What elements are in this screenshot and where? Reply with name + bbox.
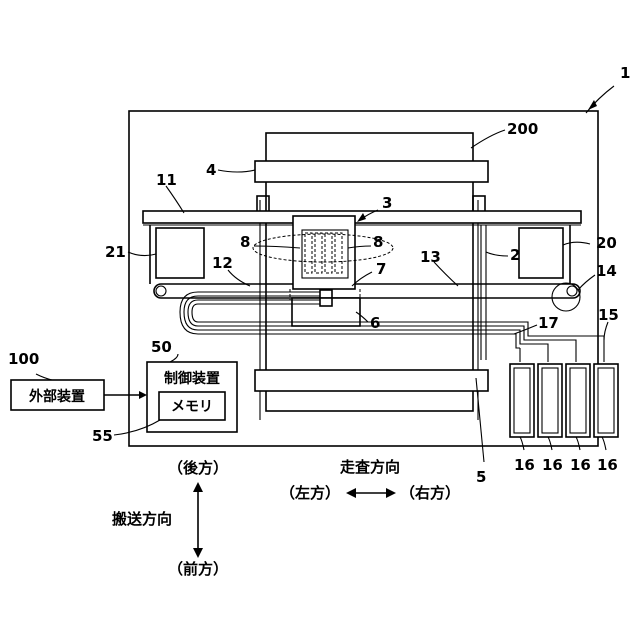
ref-55: 55	[92, 427, 113, 445]
arrow-left	[346, 488, 356, 498]
ref-16-3: 16	[570, 456, 591, 474]
ref-13: 13	[420, 248, 441, 266]
direction-right: （右方）	[400, 484, 460, 502]
arrow-right	[386, 488, 396, 498]
ref-16-4: 16	[597, 456, 618, 474]
ref-3: 3	[382, 194, 392, 212]
ref-15: 15	[598, 306, 619, 324]
lower-roller	[255, 370, 488, 391]
direction-left: （左方）	[280, 484, 340, 502]
arrow-down	[193, 548, 203, 558]
maintenance-unit-right	[519, 228, 563, 278]
upper-roller	[255, 161, 488, 182]
ref-11: 11	[156, 171, 177, 189]
ref-20: 20	[596, 234, 617, 252]
ref-12: 12	[212, 254, 233, 272]
pulley-right	[567, 286, 577, 296]
ref-100: 100	[8, 350, 39, 368]
arrow-up	[193, 482, 203, 492]
controller-label: 制御装置	[164, 370, 220, 387]
ref-16-1: 16	[514, 456, 535, 474]
direction-legend: （後方） 搬送方向 （前方） 走査方向 （左方） （右方）	[112, 458, 460, 578]
ref-4: 4	[206, 161, 216, 179]
external-device-label: 外部装置	[29, 388, 85, 405]
ref-21: 21	[105, 243, 126, 261]
direction-transport: 搬送方向	[112, 510, 172, 528]
ref-6: 6	[370, 314, 380, 332]
ink-cartridges	[510, 364, 618, 437]
ref-16-2: 16	[542, 456, 563, 474]
direction-front: （前方）	[168, 560, 228, 578]
memory-label: メモリ	[171, 399, 213, 415]
direction-back: （後方）	[168, 459, 228, 477]
ref-200: 200	[507, 120, 538, 138]
ref-50: 50	[151, 338, 172, 356]
ref-2: 2	[510, 246, 520, 264]
pulley-left	[156, 286, 166, 296]
ref-17: 17	[538, 314, 559, 332]
maintenance-unit-left	[156, 228, 204, 278]
ref-8-right: 8	[373, 233, 383, 251]
direction-scan: 走査方向	[340, 458, 400, 476]
ref-5: 5	[476, 468, 486, 486]
ref-8-left: 8	[240, 233, 250, 251]
ref-1: 1	[620, 64, 630, 82]
ref-14: 14	[596, 262, 617, 280]
ref-7: 7	[376, 260, 386, 278]
